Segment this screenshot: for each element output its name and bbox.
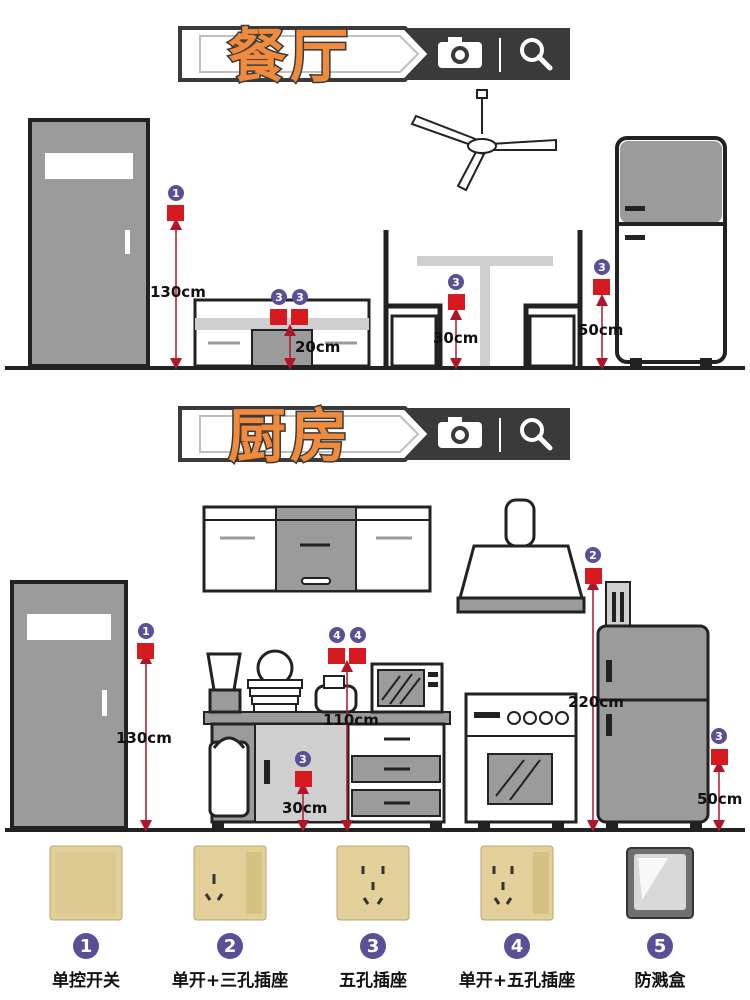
legend-number: 4 — [511, 936, 524, 957]
number-badge — [711, 728, 727, 744]
upper-cabinets — [202, 505, 432, 593]
dining-door — [28, 118, 150, 368]
measure-label: 30cm — [282, 799, 327, 817]
badge-label: 3 — [299, 753, 307, 766]
legend: 1 单控开关 2 单开+三孔插座 3 五孔插座 — [49, 845, 694, 991]
dining-title: 餐厅 — [228, 22, 352, 90]
kitchen-door — [10, 580, 128, 830]
legend-number: 5 — [654, 936, 667, 957]
dining-badges: 1 3 3 3 3 — [168, 185, 610, 305]
number-badge — [350, 627, 366, 643]
number-badge — [594, 259, 610, 275]
measure-label: 20cm — [295, 338, 340, 356]
kitchen-counter — [203, 711, 451, 828]
legend-item-single-switch: 1 单控开关 — [49, 845, 123, 991]
socket-marker — [328, 648, 345, 664]
badge-label: 4 — [333, 629, 341, 642]
badge-label: 1 — [142, 625, 150, 638]
socket-marker — [270, 309, 287, 325]
measure-label: 50cm — [578, 321, 623, 339]
socket-marker — [295, 771, 312, 787]
search-icon — [520, 38, 553, 71]
dining-banner: 餐厅 — [178, 21, 570, 92]
number-badge — [329, 627, 345, 643]
camera-icon — [438, 417, 482, 448]
legend-item-switch-five-hole: 4 单开+五孔插座 — [459, 845, 575, 991]
number-badge — [271, 289, 287, 305]
socket-marker — [291, 309, 308, 325]
socket-marker — [585, 568, 602, 584]
range-hood — [456, 498, 586, 614]
search-icon — [520, 418, 553, 451]
ceiling-fan — [410, 89, 557, 192]
number-badge — [138, 623, 154, 639]
badge-label: 3 — [598, 261, 606, 274]
measure-label: 220cm — [568, 693, 624, 711]
toaster — [314, 675, 358, 714]
dining-fridge — [615, 136, 727, 366]
badge-label: 1 — [172, 187, 180, 200]
kitchen-fridge — [596, 581, 710, 828]
legend-label: 单控开关 — [52, 970, 120, 991]
badge-label: 2 — [589, 549, 597, 562]
trash-bin — [208, 736, 250, 818]
dining-table-set — [383, 230, 583, 368]
blender — [206, 652, 242, 714]
kitchen-badges: 1 4 4 3 2 3 — [138, 547, 727, 767]
socket-marker — [167, 205, 184, 221]
measure-label: 50cm — [697, 790, 742, 808]
legend-label: 防溅盒 — [635, 970, 687, 991]
badge-label: 3 — [715, 730, 723, 743]
microwave — [370, 662, 444, 714]
legend-number: 3 — [367, 936, 380, 957]
measure-label: 110cm — [323, 711, 379, 729]
legend-number: 1 — [80, 936, 93, 957]
measure-label: 130cm — [116, 729, 172, 747]
kitchen-title: 厨房 — [228, 402, 352, 470]
kitchen-sockets — [137, 568, 728, 787]
camera-icon — [438, 37, 482, 68]
legend-number: 2 — [224, 936, 237, 957]
number-badge — [292, 289, 308, 305]
legend-item-splash-box: 5 防溅盒 — [626, 847, 694, 991]
number-badge — [585, 547, 601, 563]
legend-item-five-hole: 3 五孔插座 — [336, 845, 410, 991]
number-badge — [448, 274, 464, 290]
badge-label: 3 — [452, 276, 460, 289]
badge-label: 4 — [354, 629, 362, 642]
dining-sockets — [167, 205, 610, 325]
legend-item-switch-three-hole: 2 单开+三孔插座 — [172, 845, 288, 991]
socket-marker — [711, 749, 728, 765]
legend-label: 单开+五孔插座 — [459, 970, 575, 991]
kitchen-banner: 厨房 — [178, 401, 570, 472]
measure-label: 30cm — [433, 329, 478, 347]
socket-marker — [448, 294, 465, 310]
socket-marker — [593, 279, 610, 295]
measure-label: 130cm — [150, 283, 206, 301]
badge-label: 3 — [296, 291, 304, 304]
socket-marker — [137, 643, 154, 659]
plate-stack — [247, 649, 303, 713]
oven — [464, 692, 578, 828]
kitchen-arrows — [140, 578, 725, 832]
legend-label: 单开+三孔插座 — [172, 970, 288, 991]
number-badge — [168, 185, 184, 201]
socket-marker — [349, 648, 366, 664]
dining-arrows — [170, 218, 608, 370]
number-badge — [295, 751, 311, 767]
legend-label: 五孔插座 — [339, 970, 407, 991]
badge-label: 3 — [275, 291, 283, 304]
